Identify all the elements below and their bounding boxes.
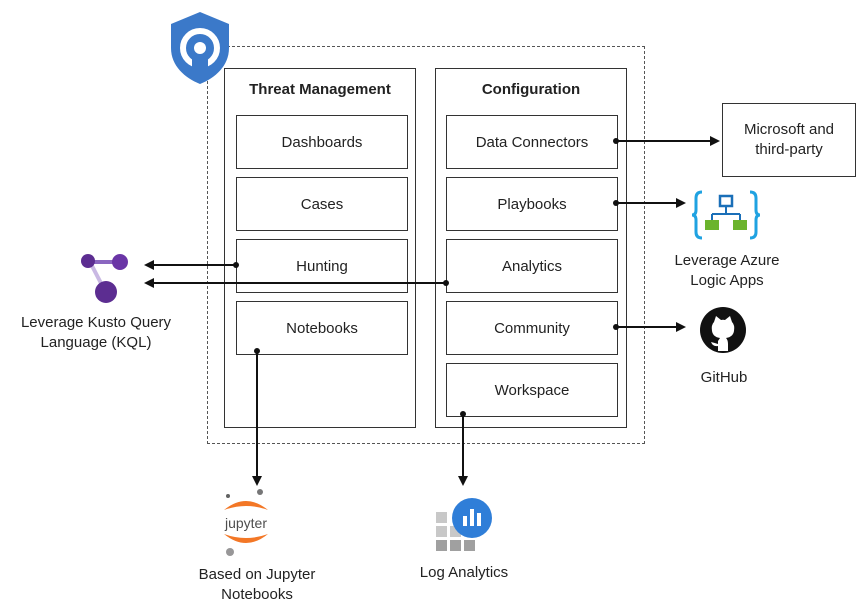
logic-apps-icon <box>692 190 760 240</box>
analytics-box[interactable]: Analytics <box>446 239 618 293</box>
kusto-label: Leverage Kusto Query Language (KQL) <box>20 314 172 351</box>
jupyter-icon: jupyter <box>224 489 268 556</box>
playbooks-box[interactable]: Playbooks <box>446 177 618 231</box>
configuration-title: Configuration <box>481 81 581 98</box>
arrow-data-connectors-to-microsoft <box>613 136 720 146</box>
logic-apps-label: Leverage Azure Logic Apps <box>674 252 780 289</box>
data-connectors-box[interactable]: Data Connectors <box>446 115 618 169</box>
log-analytics-icon <box>436 498 492 551</box>
jupyter-logo-text: jupyter <box>224 515 267 531</box>
dashboards-box[interactable]: Dashboards <box>236 115 408 169</box>
arrow-hunting-to-kusto <box>144 260 239 270</box>
microsoft-third-party-box[interactable]: Microsoft and third-party <box>722 103 856 177</box>
community-box[interactable]: Community <box>446 301 618 355</box>
log-analytics-label: Log Analytics <box>419 564 509 581</box>
github-icon <box>700 307 746 353</box>
threat-management-title: Threat Management <box>249 81 391 98</box>
workspace-box[interactable]: Workspace <box>446 363 618 417</box>
microsoft-third-party-label: Microsoft and third-party <box>743 121 835 158</box>
arrow-community-to-github <box>613 322 686 332</box>
github-label: GitHub <box>700 369 748 386</box>
configuration-panel: Configuration Data Connectors Playbooks … <box>435 68 627 428</box>
jupyter-label: Based on Jupyter Notebooks <box>198 566 316 603</box>
notebooks-box[interactable]: Notebooks <box>236 301 408 355</box>
azure-sentinel-shield-icon <box>171 12 229 84</box>
cases-box[interactable]: Cases <box>236 177 408 231</box>
sentinel-boundary <box>207 46 645 444</box>
arrow-workspace-to-log-analytics <box>458 411 468 486</box>
arrow-notebooks-to-jupyter <box>252 348 262 486</box>
kusto-icon <box>81 254 128 303</box>
arrow-analytics-to-kusto <box>144 278 449 288</box>
arrow-playbooks-to-logic-apps <box>613 198 686 208</box>
